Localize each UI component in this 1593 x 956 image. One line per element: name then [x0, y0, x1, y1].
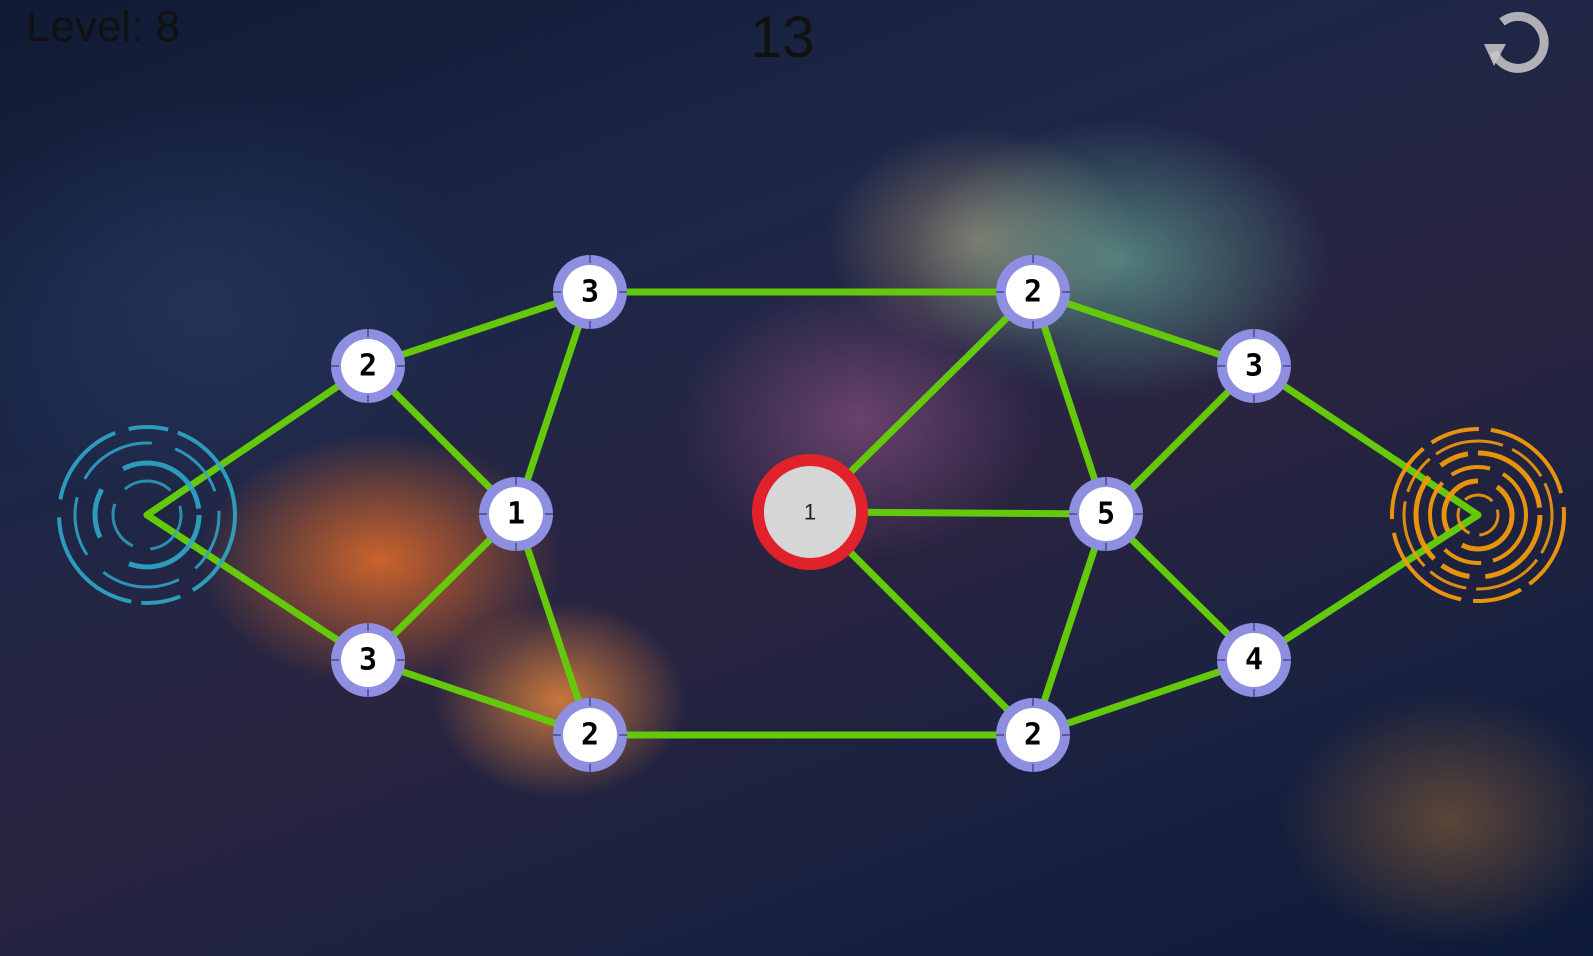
node-label: 3 — [359, 643, 377, 678]
node-label: 4 — [1245, 643, 1263, 678]
node-core — [341, 633, 395, 687]
node-label: 1 — [507, 497, 525, 532]
node-n2[interactable]: 2 — [331, 329, 405, 403]
node-n3[interactable]: 1 — [479, 477, 553, 551]
edge-n3-n5 — [512, 510, 594, 739]
node-core — [1227, 633, 1281, 687]
edge-n6-n8 — [1029, 288, 1110, 518]
node-n6[interactable]: 2 — [996, 255, 1070, 329]
node-core — [489, 487, 543, 541]
node-n1[interactable]: 3 — [553, 255, 627, 329]
node-core — [1006, 265, 1060, 319]
edge-start-n2 — [143, 362, 372, 519]
player-node[interactable]: 1 — [752, 454, 868, 570]
node-n8[interactable]: 5 — [1069, 477, 1143, 551]
node-core — [563, 708, 617, 762]
moves-counter: 13 — [750, 5, 815, 70]
edge-n2-n1 — [364, 288, 594, 370]
node-n9[interactable]: 4 — [1217, 623, 1291, 697]
start-portal — [57, 425, 237, 605]
node-n5[interactable]: 2 — [553, 698, 627, 772]
node-core — [1006, 708, 1060, 762]
nodes-layer: 3 2 1 3 2 2 3 5 4 2 1 — [331, 255, 1291, 772]
restart-button[interactable] — [1480, 8, 1550, 74]
edge-n4-n5 — [364, 656, 594, 739]
edge-n9-end — [1250, 511, 1482, 664]
edge-start-n4 — [143, 511, 372, 664]
node-core — [341, 339, 395, 393]
node-core — [1227, 339, 1281, 393]
node-label: 3 — [581, 275, 599, 310]
edge-n1-n3 — [512, 288, 594, 518]
node-label: 2 — [581, 718, 599, 753]
level-indicator: Level: 8 — [26, 2, 181, 51]
node-n4[interactable]: 3 — [331, 623, 405, 697]
end-portal — [1390, 427, 1566, 603]
node-core — [563, 265, 617, 319]
edge-n10-n9 — [1029, 656, 1258, 739]
player-label: 1 — [804, 500, 816, 525]
edges-layer — [143, 288, 1482, 739]
restart-icon — [1484, 11, 1549, 73]
edge-n6-n7 — [1029, 288, 1258, 370]
node-n10[interactable]: 2 — [996, 698, 1070, 772]
node-label: 5 — [1097, 497, 1115, 532]
edge-n7-end — [1250, 362, 1482, 519]
node-core — [1079, 487, 1133, 541]
node-label: 3 — [1245, 349, 1263, 384]
node-n7[interactable]: 3 — [1217, 329, 1291, 403]
player-core — [764, 466, 856, 558]
node-label: 2 — [1024, 718, 1042, 753]
node-label: 2 — [1024, 275, 1042, 310]
node-label: 2 — [359, 349, 377, 384]
edge-n8-n10 — [1029, 510, 1110, 739]
